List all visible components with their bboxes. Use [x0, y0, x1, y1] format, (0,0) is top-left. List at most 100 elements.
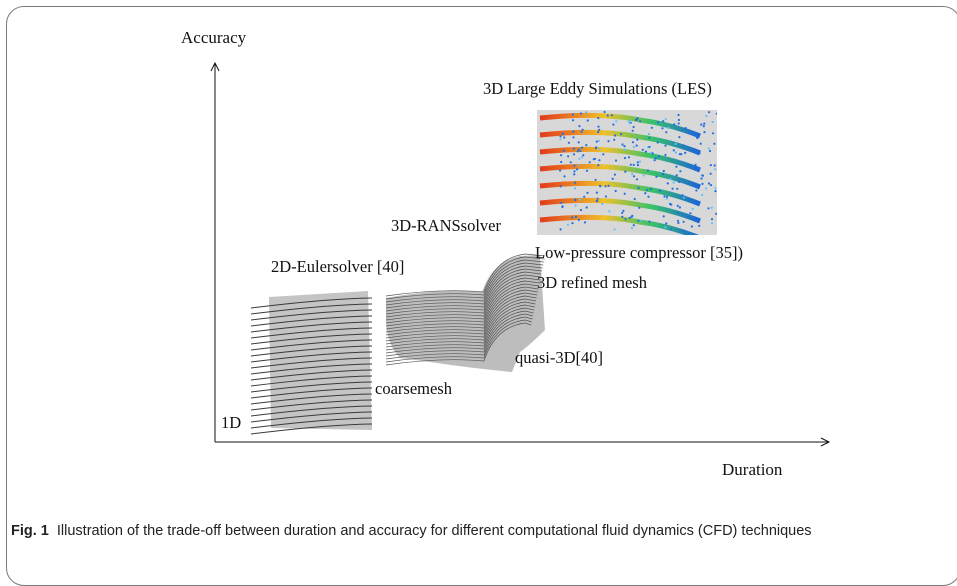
mesh-line — [250, 411, 373, 423]
particle — [714, 168, 717, 171]
particle — [707, 182, 711, 185]
particle — [676, 211, 679, 214]
particle — [560, 160, 563, 164]
particle — [648, 220, 651, 223]
particle — [567, 155, 570, 158]
particle — [656, 121, 660, 124]
particle — [684, 127, 687, 130]
les-simulation-image — [537, 110, 717, 235]
particle — [667, 126, 670, 130]
particle — [711, 120, 714, 124]
particle — [559, 228, 562, 231]
particle — [615, 120, 618, 123]
mesh-layer — [385, 295, 537, 339]
particle — [638, 206, 641, 209]
particle — [569, 161, 572, 164]
particle — [695, 189, 698, 192]
particle — [664, 144, 667, 147]
particle — [629, 163, 632, 166]
particle — [623, 156, 627, 160]
particle — [709, 184, 713, 187]
particle — [599, 185, 602, 188]
euler-label: 2D-Eulersolver [40] — [271, 257, 405, 276]
particle — [577, 218, 581, 221]
mesh-line — [250, 363, 373, 375]
particle — [713, 142, 716, 145]
particle — [595, 199, 598, 202]
particle — [576, 150, 579, 153]
particle — [614, 189, 617, 193]
particle — [639, 219, 642, 222]
particle — [642, 174, 645, 177]
rans-label: 3D-RANSsolver — [391, 216, 501, 235]
mesh-layer — [385, 256, 545, 300]
mesh-layer — [385, 310, 534, 354]
particle — [573, 173, 576, 176]
particle — [672, 181, 675, 184]
particle — [613, 134, 617, 137]
mesh-line — [250, 417, 373, 429]
particle — [641, 148, 644, 151]
particle — [558, 169, 562, 172]
particle — [662, 215, 665, 218]
particle — [574, 204, 577, 207]
particle — [578, 198, 582, 201]
particle — [623, 145, 626, 148]
particle — [627, 156, 631, 159]
mesh-layer — [385, 271, 542, 315]
particle — [674, 142, 677, 146]
y-axis — [210, 61, 220, 442]
mesh-line — [250, 309, 373, 321]
particle — [561, 205, 564, 209]
particle — [571, 222, 574, 225]
particle — [678, 206, 682, 209]
mesh-layer — [385, 319, 532, 363]
particle — [674, 151, 678, 154]
particle — [664, 153, 667, 156]
particle — [573, 170, 576, 173]
particle — [690, 225, 694, 228]
particle — [582, 154, 585, 157]
particle — [670, 203, 673, 206]
quasi-3d-label: quasi-3D[40] — [515, 348, 603, 367]
mesh-line — [250, 351, 373, 363]
particle — [624, 170, 627, 173]
particle — [598, 159, 601, 162]
mesh-line — [250, 381, 373, 393]
blade-shape — [539, 180, 701, 207]
particle — [665, 195, 669, 198]
particle — [585, 206, 588, 209]
particle — [603, 110, 606, 114]
mesh-line — [250, 327, 373, 339]
mesh-line — [250, 357, 373, 369]
particle — [638, 160, 642, 163]
particle — [598, 128, 601, 131]
particle — [705, 187, 708, 190]
particle — [635, 178, 639, 181]
mesh-line — [250, 375, 373, 387]
particle — [654, 157, 657, 160]
particle — [689, 212, 692, 215]
particle — [578, 125, 581, 128]
particle — [672, 149, 675, 152]
mesh-line — [250, 315, 373, 327]
particle — [682, 220, 685, 223]
mesh-line — [250, 423, 373, 435]
particle — [677, 122, 680, 125]
particle — [586, 191, 589, 194]
particle — [581, 128, 584, 131]
particle — [632, 146, 635, 149]
particle — [677, 113, 680, 117]
particle — [574, 215, 578, 218]
mesh-line — [250, 321, 373, 333]
particle — [707, 207, 710, 210]
mesh-layer — [385, 280, 540, 324]
particle — [621, 215, 624, 218]
particle — [710, 206, 713, 209]
particle — [669, 228, 672, 231]
particle — [656, 141, 659, 144]
particle — [628, 121, 631, 124]
particle — [653, 159, 656, 162]
particle — [613, 228, 616, 231]
